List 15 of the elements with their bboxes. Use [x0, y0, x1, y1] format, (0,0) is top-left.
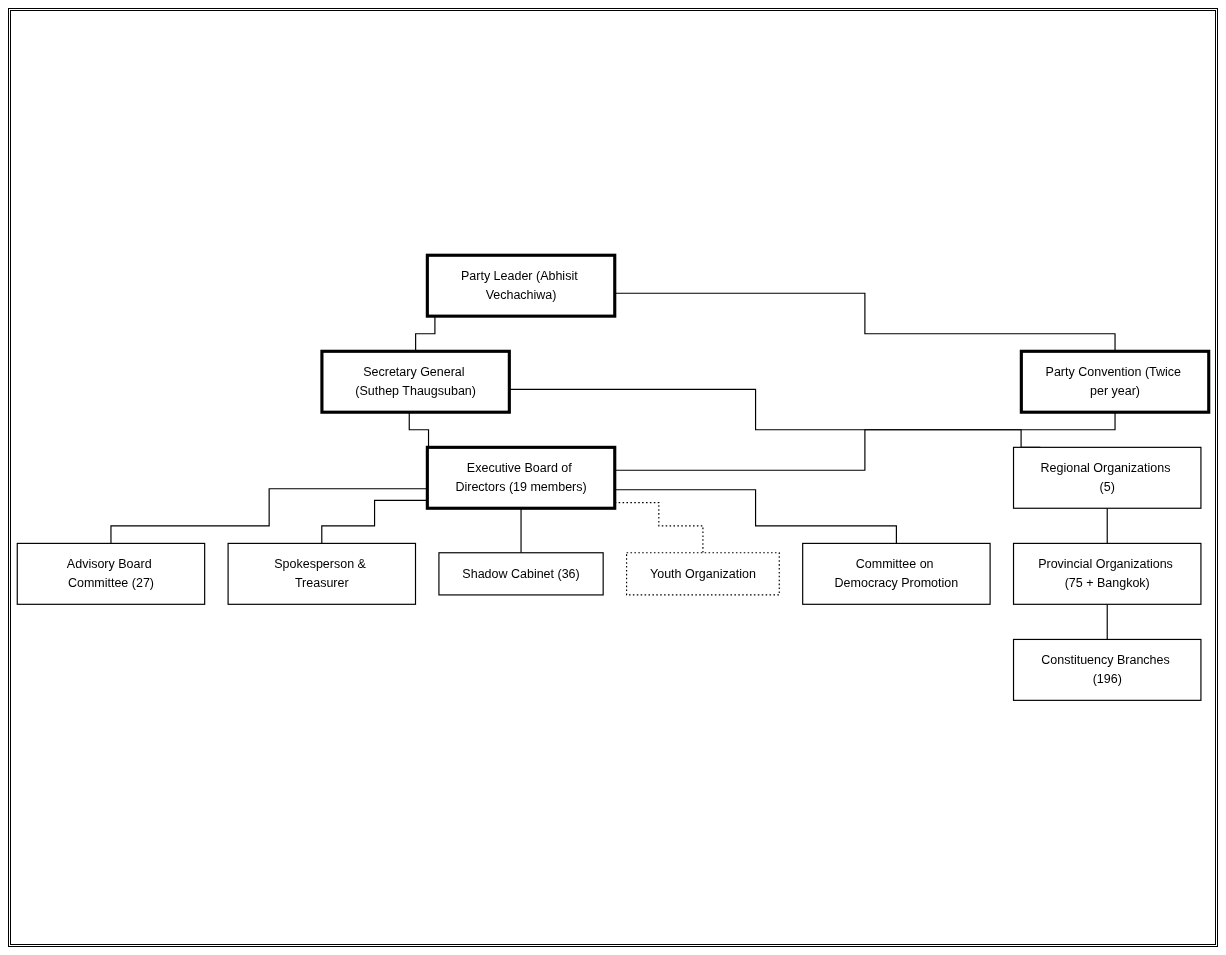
- node-box: Advisory Board Committee (27): [16, 542, 206, 605]
- node-box: Party Convention (Twice per year): [1019, 349, 1211, 414]
- node-box: Secretary General (Suthep Thaugsuban): [320, 349, 511, 414]
- node-box: Committee on Democracy Promotion: [802, 542, 991, 605]
- node-box: Provincial Organizations (75 + Bangkok): [1012, 542, 1202, 605]
- node-box: Regional Organizations (5): [1012, 446, 1202, 509]
- node-box: Shadow Cabinet (36): [438, 551, 604, 596]
- node-box: Spokesperson & Treasurer: [227, 542, 417, 605]
- node-box: Executive Board of Directors (19 members): [425, 445, 617, 510]
- connector: [520, 507, 522, 554]
- connector: [1106, 603, 1108, 640]
- node-box: Constituency Branches (196): [1012, 638, 1202, 701]
- node-box: Youth Organization: [626, 551, 780, 596]
- node-box: Party Leader (Abhisit Vechachiwa): [425, 253, 617, 318]
- connector: [1106, 507, 1108, 544]
